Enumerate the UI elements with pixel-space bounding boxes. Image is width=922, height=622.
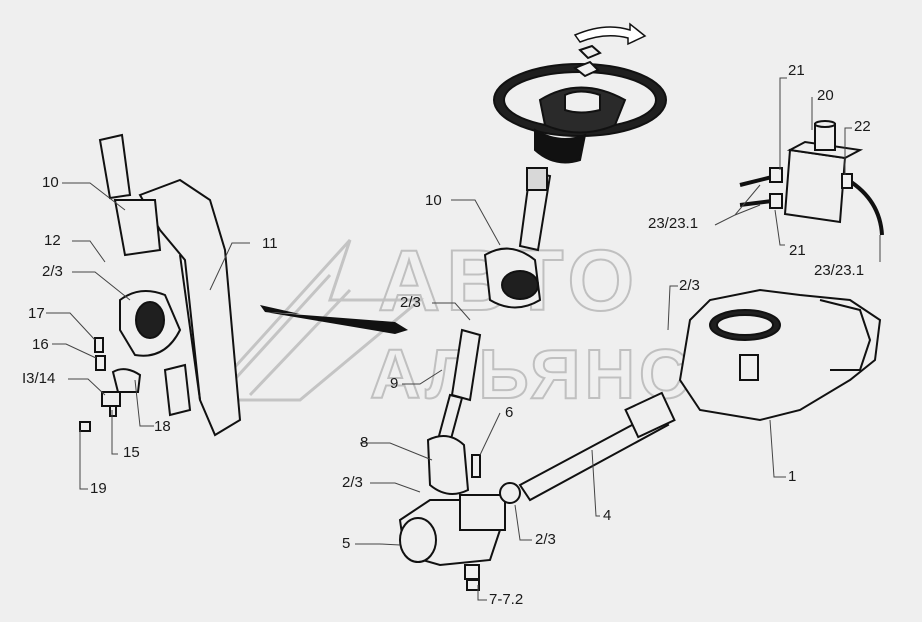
left-column-bracket (98, 133, 242, 437)
callout-2-3-center: 2/3 (342, 474, 363, 491)
callout-2-3-lower: 2/3 (535, 531, 556, 548)
steering-column (426, 167, 552, 495)
callout-10-left: 10 (42, 174, 59, 191)
callout-7-7-2: 7-7.2 (489, 591, 524, 608)
callout-19: 19 (90, 480, 107, 497)
leader-lines (46, 77, 881, 601)
callout-2-3-left: 2/3 (42, 263, 63, 280)
callout-2-3-center-top: 2/3 (400, 294, 421, 311)
callout-17: 17 (28, 305, 45, 322)
callout-1: 1 (788, 468, 797, 485)
callout-15: 15 (123, 444, 140, 461)
callout-9: 9 (390, 375, 399, 392)
callout-12: 12 (44, 232, 61, 249)
valve-block (739, 120, 884, 236)
callout-2-3-right: 2/3 (679, 277, 700, 294)
callout-21-top: 21 (788, 62, 805, 79)
callout-23-23-1-left: 23/23.1 (648, 215, 699, 232)
callout-5: 5 (342, 535, 351, 552)
callout-18: 18 (154, 418, 171, 435)
small-parts (79, 337, 481, 478)
steering-gearbox (398, 494, 506, 591)
callout-16: 16 (32, 336, 49, 353)
watermark-logo (201, 238, 425, 402)
callout-4: 4 (603, 507, 612, 524)
rotation-arrow-icon (573, 22, 647, 46)
callout-8: 8 (360, 434, 369, 451)
axle-housing (678, 288, 882, 422)
callout-11: 11 (262, 235, 278, 252)
steering-wheel (493, 44, 667, 164)
callout-22: 22 (854, 118, 871, 135)
callout-10-center: 10 (425, 192, 442, 209)
callout-6: 6 (505, 404, 514, 421)
callout-23-23-1-right: 23/23.1 (814, 262, 865, 279)
callout-21-bottom: 21 (789, 242, 806, 259)
watermark-line2: АЛЬЯНС (370, 335, 694, 413)
callout-13-14: I3/14 (22, 370, 56, 387)
callout-20: 20 (817, 87, 834, 104)
drag-link (499, 391, 676, 504)
pointer-arrow (260, 305, 408, 334)
